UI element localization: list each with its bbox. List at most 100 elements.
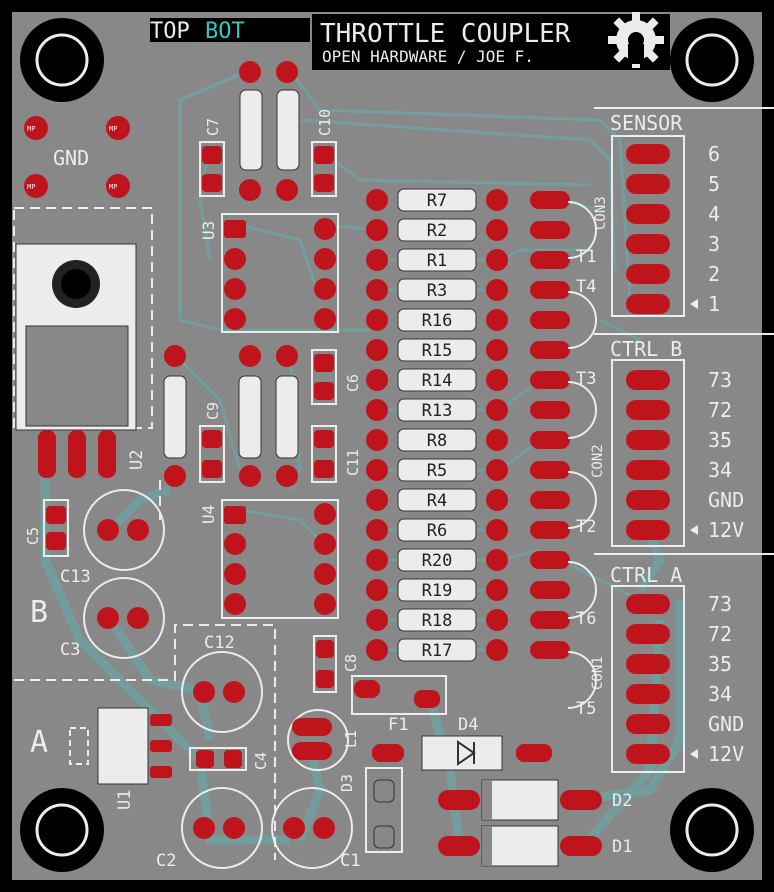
- c7-label: C7: [204, 118, 222, 136]
- resistor-r17: R17: [366, 638, 508, 662]
- r11-label: R11: [280, 421, 300, 452]
- connector-pin: [626, 234, 670, 254]
- resistor-label: R17: [422, 641, 453, 661]
- u1-regulator: [69, 707, 172, 785]
- connector-pin-label: 2: [708, 262, 720, 286]
- pin1-marker-icon: [690, 525, 698, 535]
- d2-diode: [438, 779, 602, 821]
- connector-pin: [626, 430, 670, 450]
- u2-regulator: [13, 207, 153, 478]
- connector-pin-label: 34: [708, 458, 732, 482]
- transistor-outline: [567, 561, 597, 619]
- connector-pin: [626, 520, 670, 540]
- r9-resistor: [276, 61, 300, 201]
- u4-ic: [221, 499, 339, 619]
- resistor-label: R13: [422, 401, 453, 421]
- c12-capacitor: [181, 651, 263, 733]
- svg-text:MP: MP: [27, 183, 35, 191]
- connector-pin: [626, 264, 670, 284]
- d3-label: D3: [338, 774, 356, 792]
- resistor-label: R20: [422, 551, 453, 571]
- transistor-label-t6: T6: [576, 609, 596, 629]
- f1-label: F1: [388, 715, 408, 735]
- d3-diode: [365, 767, 403, 853]
- c4-label: C4: [252, 752, 270, 770]
- transistor-pad: [530, 221, 570, 239]
- connector-pin: [626, 490, 670, 510]
- connector-pin-label: 35: [708, 428, 732, 452]
- resistor-r2: R2: [366, 218, 508, 242]
- open-hardware-gear-icon: [608, 12, 664, 68]
- connector-pin-label: 73: [708, 368, 732, 392]
- c6-capacitor: [311, 349, 337, 405]
- resistor-label: R16: [422, 311, 453, 331]
- connector-pin-label: GND: [708, 488, 744, 512]
- r10-resistor: [239, 61, 263, 201]
- c11-capacitor: [311, 425, 337, 483]
- connector-pin-label: 12V: [708, 518, 744, 542]
- l1-inductor: [287, 709, 349, 771]
- connector-pin: [626, 144, 670, 164]
- c5-capacitor: [43, 499, 69, 557]
- resistor-r1: R1: [366, 248, 508, 272]
- r12-label: R12: [243, 421, 263, 452]
- transistor-pad: [530, 251, 570, 269]
- transistor-pad: [530, 281, 570, 299]
- svg-text:MP: MP: [109, 183, 117, 191]
- transistor-pad: [530, 581, 570, 599]
- f1-fuse: [351, 675, 447, 715]
- connector-pin: [626, 594, 670, 614]
- c11-label: C11: [344, 449, 362, 476]
- con3-label: CON3: [593, 196, 609, 230]
- sensor-connector: [611, 135, 685, 317]
- transistor-pad: [530, 491, 570, 509]
- transistor-outline: [567, 201, 597, 259]
- resistor-r7: R7: [366, 188, 508, 212]
- connector-pin-label: 12V: [708, 742, 744, 766]
- connector-pin-label: 72: [708, 622, 732, 646]
- d4-label: D4: [458, 715, 478, 735]
- resistor-label: R2: [427, 221, 447, 241]
- connector-pin: [626, 174, 670, 194]
- bottom-label: BOT: [205, 19, 245, 44]
- resistor-label: R5: [427, 461, 447, 481]
- ctrl-a-title: CTRL A: [610, 563, 682, 587]
- transistor-pad: [530, 461, 570, 479]
- c3-capacitor: [83, 577, 165, 659]
- c6-label: C6: [344, 374, 362, 392]
- resistor-r5: R5: [366, 458, 508, 482]
- transistor-label-t2: T2: [576, 517, 596, 537]
- u3-ic: [221, 213, 339, 333]
- transistor-pad: [530, 521, 570, 539]
- resistor-label: R18: [422, 611, 453, 631]
- resistor-r3: R3: [366, 278, 508, 302]
- resistor-r18: R18: [366, 608, 508, 632]
- pin1-marker-icon: [690, 299, 698, 309]
- connector-pin-label: 35: [708, 652, 732, 676]
- resistor-r8: R8: [366, 428, 508, 452]
- ctrl-b-connector: [611, 359, 685, 547]
- board-subtitle: OPEN HARDWARE / JOE F.: [322, 47, 534, 66]
- connector-pin: [626, 654, 670, 674]
- resistor-label: R15: [422, 341, 453, 361]
- c8-label: C8: [342, 654, 360, 672]
- ctrl-b-title: CTRL B: [610, 337, 682, 361]
- mounting-hole-top-right: [670, 18, 754, 102]
- transistor-outline: [567, 471, 597, 529]
- gnd-label: GND: [53, 146, 89, 170]
- c2-label: C2: [156, 851, 176, 871]
- connector-pin-label: 73: [708, 592, 732, 616]
- connector-pin-label: GND: [708, 712, 744, 736]
- c3-label: C3: [60, 640, 80, 660]
- u1-label: U1: [115, 790, 135, 810]
- resistor-label: R14: [422, 371, 453, 391]
- transistor-pad: [530, 551, 570, 569]
- resistor-r14: R14: [366, 368, 508, 392]
- sensor-title: SENSOR: [610, 111, 683, 135]
- u3-label: U3: [199, 221, 218, 240]
- u4-label: U4: [199, 505, 218, 524]
- connector-pin: [626, 684, 670, 704]
- connector-pin-label: 6: [708, 142, 720, 166]
